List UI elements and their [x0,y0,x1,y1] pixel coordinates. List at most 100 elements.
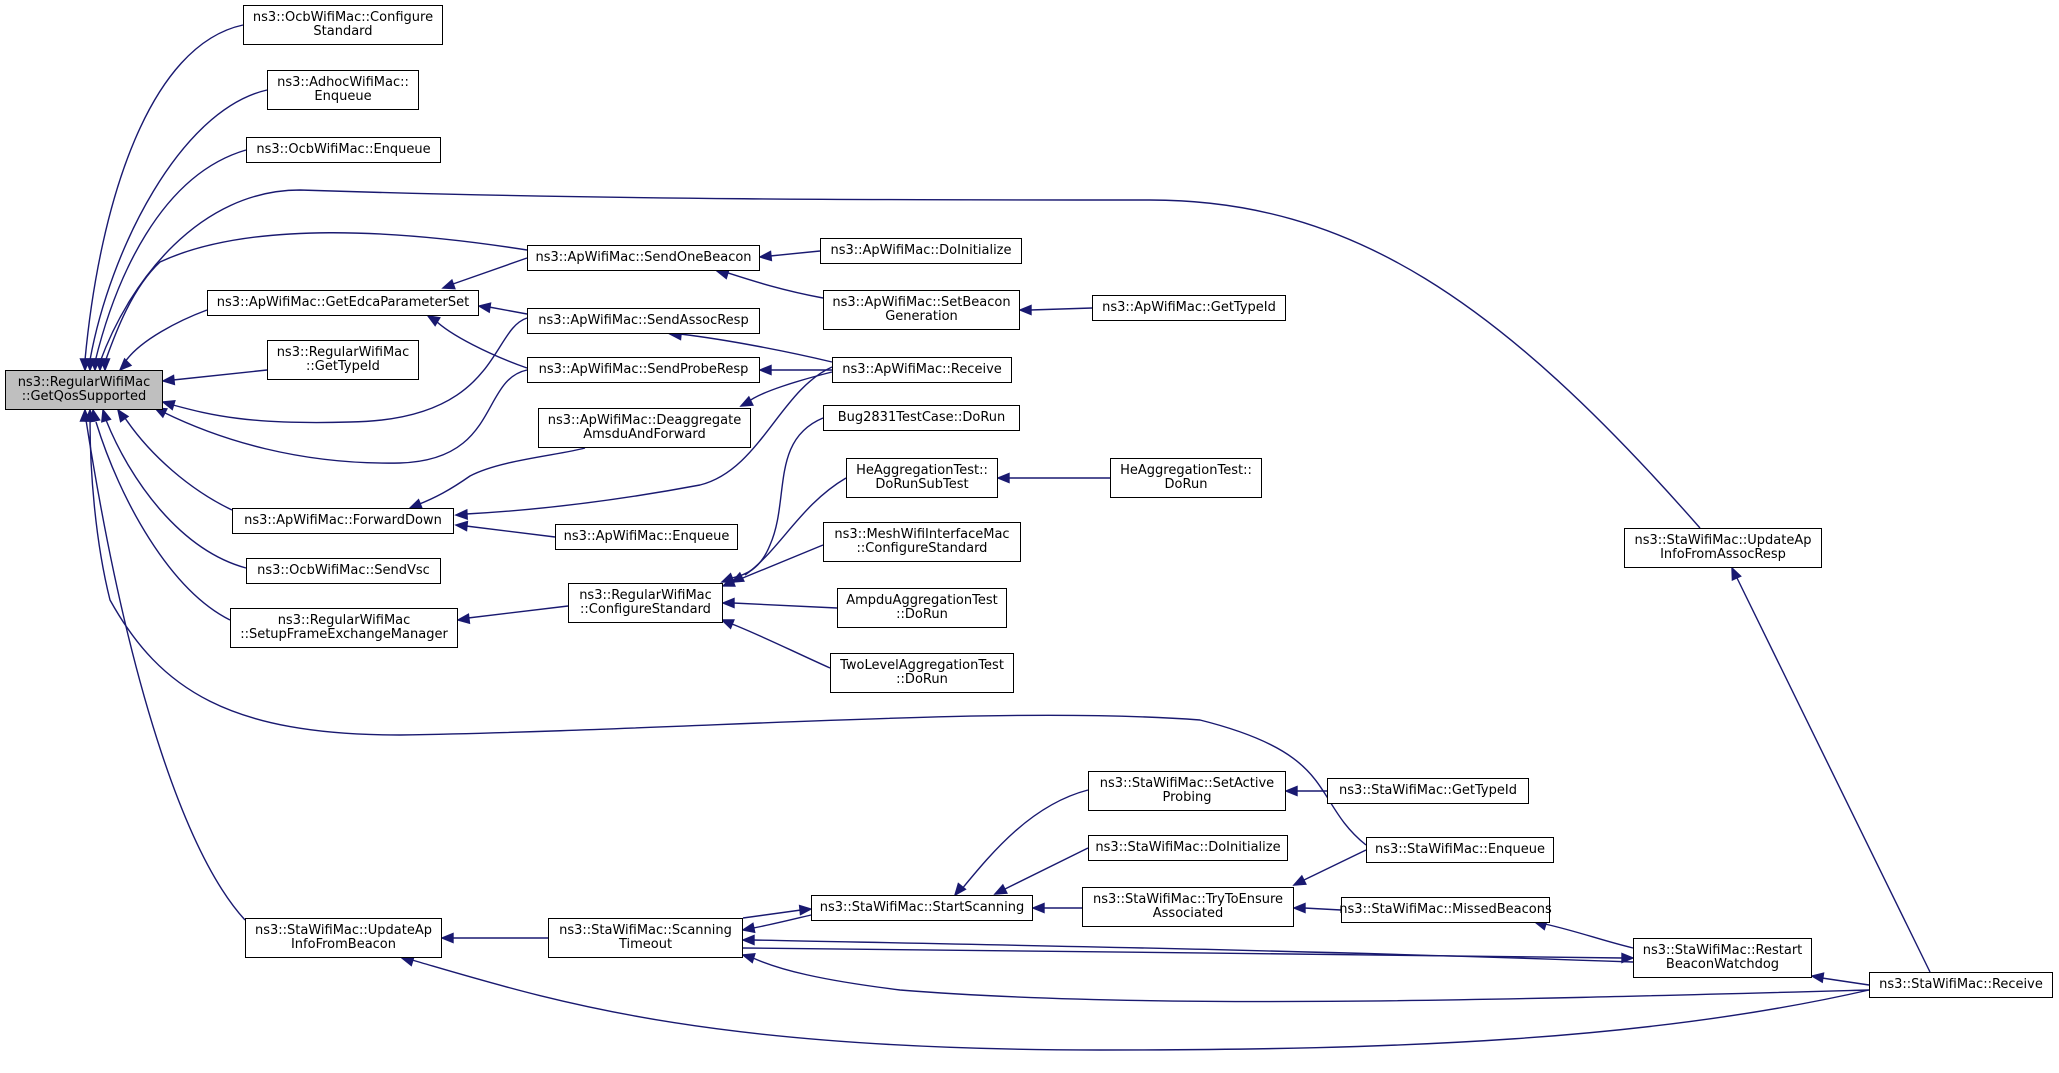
edge-stadoinit-startscan [1002,847,1089,891]
edge-mesh-regcfg [732,544,824,583]
call-arrowheads [79,250,1825,984]
edge-updbeacon-root [85,419,246,921]
arrowhead-assocresp-root [161,400,176,411]
node-apwifimac-doinitialize[interactable]: ns3::ApWifiMac::DoInitialize [820,238,1022,264]
edge-aprecv-deagg [747,371,833,403]
node-regularwifimac-gettypeid[interactable]: ns3::RegularWifiMac ::GetTypeId [267,340,419,380]
node-stawifimac-trytoensureassociated[interactable]: ns3::StaWifiMac::TryToEnsure Associated [1082,887,1294,927]
arrowhead-assocresp-edca [477,302,492,314]
node-stawifimac-missedbeacons[interactable]: ns3::StaWifiMac::MissedBeacons [1339,897,1552,923]
arrowhead-aprecv-deagg [739,395,754,407]
arrowhead-fwd-root [116,408,130,423]
edge-ampdu-regcfg [732,602,838,609]
edge-proberesp-root [162,369,528,464]
arrowhead-deagg-fwd [408,498,423,509]
edge-staenq-trytoensure [1303,849,1367,881]
edge-proberesp-edca [434,319,528,369]
edge-ocbenq-root [94,149,247,363]
arrowhead-missed-trytoensure [1292,902,1306,914]
node-stawifimac-startscanning[interactable]: ns3::StaWifiMac::StartScanning [811,895,1033,921]
edge-ocbvsc-root [105,419,247,569]
node-apwifimac-deaggregateamsduandforward[interactable]: ns3::ApWifiMac::Deaggregate AmsduAndForw… [538,408,751,448]
arrowhead-proberesp-edca [426,315,441,327]
arrowhead-stareceive-updassoc [1731,566,1742,581]
node-apwifimac-sendonebeacon[interactable]: ns3::ApWifiMac::SendOneBeacon [527,245,760,271]
arrowhead-staenq-trytoensure [1292,874,1307,886]
node-stawifimac-scanningtimeout[interactable]: ns3::StaWifiMac::Scanning Timeout [548,918,743,958]
arrowhead-hedorun-hesub [996,472,1010,484]
arrowhead-regcfg-setup [456,613,471,625]
edge-edca-root [124,309,208,363]
edge-missed-trytoensure [1303,907,1342,911]
node-apwifimac-enqueue[interactable]: ns3::ApWifiMac::Enqueue [555,524,738,550]
node-stawifimac-enqueue[interactable]: ns3::StaWifiMac::Enqueue [1366,837,1554,863]
node-stawifimac-updateapinfofromassocresp[interactable]: ns3::StaWifiMac::UpdateAp InfoFromAssocR… [1624,528,1822,568]
edge-assocresp-edca [488,306,528,315]
arrowhead-doinit-sendbeacon [758,250,773,262]
node-ocbwifimac-enqueue[interactable]: ns3::OcbWifiMac::Enqueue [246,137,441,163]
node-stawifimac-updateapinfofrombeacon[interactable]: ns3::StaWifiMac::UpdateAp InfoFromBeacon [245,918,442,958]
node-root-regularwifimac-getqossupported: ns3::RegularWifiMac ::GetQosSupported [5,370,163,410]
node-apwifimac-setbeacongeneration[interactable]: ns3::ApWifiMac::SetBeacon Generation [823,290,1020,330]
edge-updassoc-root [99,189,1701,529]
edge-startscan-scanto [752,914,812,929]
node-ocbwifimac-sendvsc[interactable]: ns3::OcbWifiMac::SendVsc [246,558,441,584]
edge-staenq-root [89,419,1367,846]
arrowhead-aptypeid-setbeacon [1018,304,1032,316]
edge-sendbeacon-root [104,232,528,363]
edge-stareceive-updassoc [1736,577,1931,973]
edge-aprecv-assocresp [679,333,833,363]
arrowhead-setactive-startscan [953,882,967,897]
node-apwifimac-forwarddown[interactable]: ns3::ApWifiMac::ForwardDown [232,508,454,534]
edge-regtypeid-root [172,369,268,381]
node-apwifimac-gettypeid[interactable]: ns3::ApWifiMac::GetTypeId [1092,295,1286,321]
node-heaggregationtest-dorun[interactable]: HeAggregationTest:: DoRun [1110,458,1262,498]
arrowhead-updbeacon-root [79,408,91,422]
edge-ocbcfg-root [84,24,244,361]
call-edges [84,24,1931,1051]
edge-restart-scanto [752,939,1634,963]
arrowhead-scanto-restart [1621,952,1635,964]
edge-sendbeacon-edca [452,257,528,285]
arrowhead-stareceive-restart [1810,972,1825,984]
edge-hesub-regcfg [744,477,847,576]
node-ampduaggregationtest-dorun[interactable]: AmpduAggregationTest ::DoRun [837,588,1007,628]
edge-assocresp-root [172,317,528,424]
arrowhead-mesh-regcfg [721,576,736,587]
arrowhead-scanto-startscan [798,904,813,916]
arrowhead-sendbeacon-root [99,358,111,372]
node-apwifimac-sendassocresp[interactable]: ns3::ApWifiMac::SendAssocResp [527,308,760,334]
node-apwifimac-receive[interactable]: ns3::ApWifiMac::Receive [832,357,1012,383]
edge-stareceive-updbeacon [411,959,1870,1051]
arrowhead-ampdu-regcfg [721,597,735,609]
node-stawifimac-setactiveprobing[interactable]: ns3::StaWifiMac::SetActive Probing [1088,771,1286,811]
arrowhead-stgtypeid-setactive [1284,785,1298,797]
arrowhead-setbeacon-sendbeacon [715,269,730,280]
node-twolevelaggregationtest-dorun[interactable]: TwoLevelAggregationTest ::DoRun [830,653,1014,693]
node-meshwifiinterfacemac-configurestandard[interactable]: ns3::MeshWifiInterfaceMac ::ConfigureSta… [823,522,1021,562]
edge-scanto-restart [742,947,1624,959]
node-stawifimac-restartbeaconwatchdog[interactable]: ns3::StaWifiMac::Restart BeaconWatchdog [1633,938,1812,978]
arrowhead-restart-scanto [741,934,755,946]
node-ocbwifimac-configurestandard[interactable]: ns3::OcbWifiMac::Configure Standard [243,5,443,45]
node-regularwifimac-configurestandard[interactable]: ns3::RegularWifiMac ::ConfigureStandard [568,583,723,623]
arrowhead-trytoensure-startscan [1031,902,1045,914]
node-heaggregationtest-dorunsubtest[interactable]: HeAggregationTest:: DoRunSubTest [846,458,998,498]
node-stawifimac-gettypeid[interactable]: ns3::StaWifiMac::GetTypeId [1327,778,1529,804]
node-bug2831testcase-dorun[interactable]: Bug2831TestCase::DoRun [823,405,1020,431]
arrowhead-hesub-regcfg [730,571,745,583]
node-apwifimac-sendproberesp[interactable]: ns3::ApWifiMac::SendProbeResp [527,357,760,383]
node-adhocwifimac-enqueue[interactable]: ns3::AdhocWifiMac:: Enqueue [267,70,419,110]
edge-fwd-root [124,417,233,511]
arrowhead-aprecv-proberesp [758,364,772,376]
arrowhead-edca-root [118,357,133,372]
node-regularwifimac-setupframeexchangemanager[interactable]: ns3::RegularWifiMac ::SetupFrameExchange… [230,608,458,648]
edge-stareceive-scanto [752,957,1870,1003]
node-stawifimac-doinitialize[interactable]: ns3::StaWifiMac::DoInitialize [1088,835,1288,861]
arrowhead-stadoinit-startscan [993,883,1008,895]
node-apwifimac-getedcaparameterset[interactable]: ns3::ApWifiMac::GetEdcaParameterSet [207,290,479,316]
node-stawifimac-receive[interactable]: ns3::StaWifiMac::Receive [1869,972,2053,998]
arrowhead-ocbvsc-root [101,408,112,423]
arrowhead-twolevel-regcfg [720,619,735,630]
